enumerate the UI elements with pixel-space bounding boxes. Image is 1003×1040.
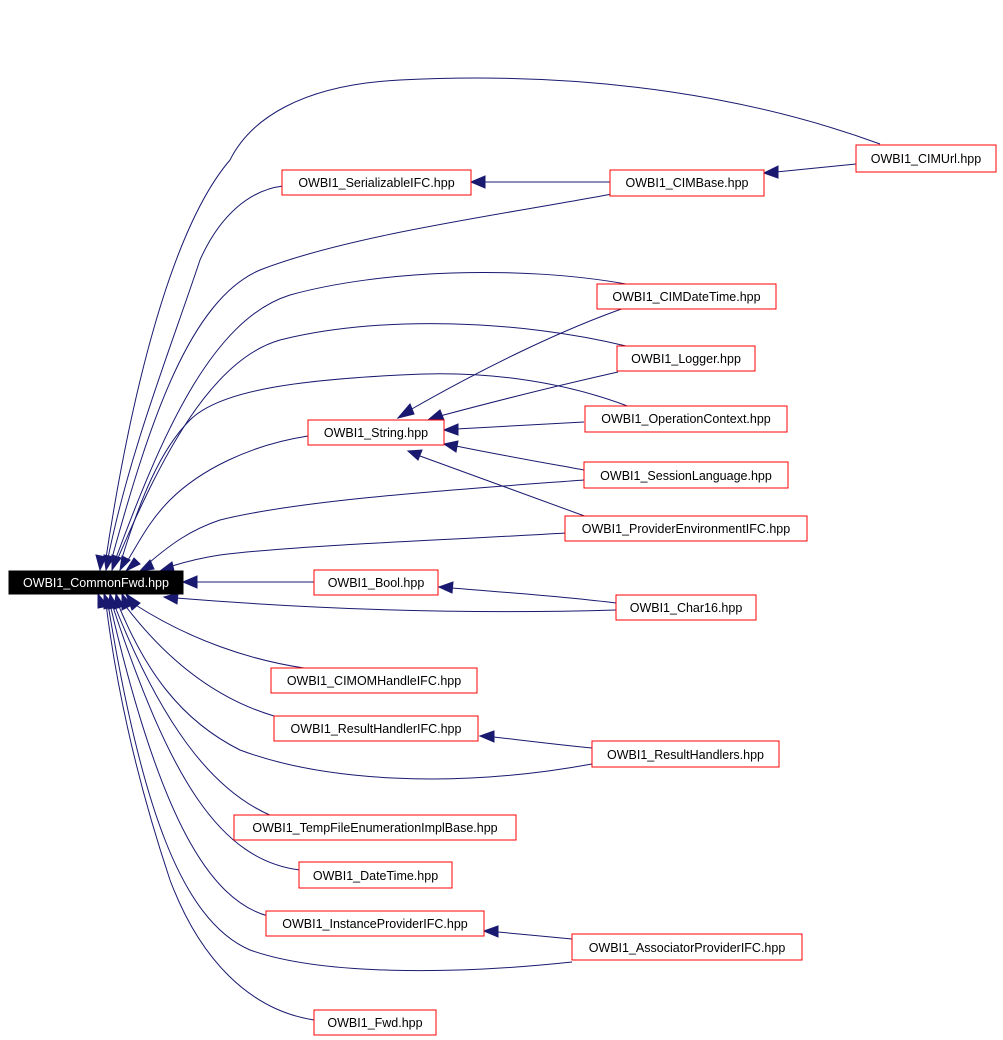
node-cimurl[interactable]: OWBI1_CIMUrl.hpp xyxy=(855,144,997,173)
node-label: OWBI1_SerializableIFC.hpp xyxy=(298,176,454,190)
node-char16[interactable]: OWBI1_Char16.hpp xyxy=(615,594,757,621)
arrowhead-string-3 xyxy=(442,423,459,436)
node-label: OWBI1_CIMUrl.hpp xyxy=(871,152,981,166)
node-label: OWBI1_ResultHandlerIFC.hpp xyxy=(291,722,462,736)
arrowhead-string-5 xyxy=(406,449,423,461)
arrowheads xyxy=(95,165,779,938)
arrowhead-cimbase xyxy=(762,165,779,179)
node-string[interactable]: OWBI1_String.hpp xyxy=(307,419,445,446)
node-label: OWBI1_TempFileEnumerationImplBase.hpp xyxy=(252,821,497,835)
edge-string-to-commonfwd xyxy=(127,435,309,561)
edge-provenv-to-string xyxy=(419,455,591,519)
node-label: OWBI1_CIMBase.hpp xyxy=(626,176,749,190)
edge-tempfile-to-commonfwd xyxy=(113,603,273,817)
arrowhead-commonfwd-bottom-6 xyxy=(125,592,141,611)
node-label: OWBI1_Bool.hpp xyxy=(328,576,425,590)
edge-char16-to-bool xyxy=(451,587,617,604)
edge-sessionlang-to-string xyxy=(455,445,585,471)
arrowhead-commonfwd-top-3 xyxy=(111,554,122,572)
edge-cimdatetime-to-commonfwd xyxy=(115,271,627,559)
node-opcontext[interactable]: OWBI1_OperationContext.hpp xyxy=(584,405,788,433)
edge-cimurl-to-commonfwd xyxy=(105,77,881,559)
arrowhead-commonfwd-top-4 xyxy=(119,555,131,572)
edge-cimomhandle-to-commonfwd xyxy=(133,603,305,669)
node-assocprov[interactable]: OWBI1_AssociatorProviderIFC.hpp xyxy=(571,933,803,961)
arrowhead-string-2 xyxy=(426,409,445,421)
arrowhead-string-1 xyxy=(396,403,415,419)
arrowhead-instprov xyxy=(482,925,499,938)
node-logger[interactable]: OWBI1_Logger.hpp xyxy=(616,345,756,372)
edge-datetime-to-commonfwd xyxy=(111,603,301,871)
arrowhead-string-4 xyxy=(442,440,459,453)
node-label: OWBI1_Char16.hpp xyxy=(630,601,743,615)
arrowhead-commonfwd-right xyxy=(181,575,198,589)
node-resulthandlers[interactable]: OWBI1_ResultHandlers.hpp xyxy=(591,740,780,768)
edge-logger-to-string xyxy=(439,371,619,417)
edge-provenv-to-commonfwd xyxy=(171,532,567,567)
node-tempfile[interactable]: OWBI1_TempFileEnumerationImplBase.hpp xyxy=(233,814,517,841)
edge-resulthandlers-to-resulthandler xyxy=(493,736,593,749)
node-label: OWBI1_Logger.hpp xyxy=(631,352,741,366)
edge-sessionlang-to-commonfwd xyxy=(149,479,585,563)
edge-resulthandler-to-commonfwd xyxy=(123,603,275,717)
edge-fwd-to-commonfwd xyxy=(105,603,315,1021)
node-cimdatetime[interactable]: OWBI1_CIMDateTime.hpp xyxy=(596,283,777,310)
edge-logger-to-commonfwd xyxy=(117,323,627,559)
edge-resulthandlers-to-commonfwd xyxy=(117,603,593,780)
node-bool[interactable]: OWBI1_Bool.hpp xyxy=(313,569,439,596)
node-instprov[interactable]: OWBI1_InstanceProviderIFC.hpp xyxy=(265,910,485,937)
edges xyxy=(105,77,881,1021)
edge-instprov-to-commonfwd xyxy=(109,603,269,917)
node-label: OWBI1_ResultHandlers.hpp xyxy=(607,748,764,762)
arrowhead-commonfwd-top-1 xyxy=(95,554,107,572)
node-cimomhandle[interactable]: OWBI1_CIMOMHandleIFC.hpp xyxy=(270,667,478,694)
node-label: OWBI1_CIMOMHandleIFC.hpp xyxy=(287,674,461,688)
edge-char16-to-commonfwd xyxy=(175,597,617,613)
edge-assocprov-to-instprov xyxy=(497,931,573,940)
arrowhead-bool xyxy=(437,581,454,594)
edge-cimdatetime-to-string xyxy=(409,305,631,411)
arrowhead-commonfwd-top-7 xyxy=(158,561,175,572)
arrowhead-serializable xyxy=(469,175,486,189)
edge-serializable-to-commonfwd xyxy=(107,185,284,559)
edge-assocprov-to-commonfwd xyxy=(107,603,573,972)
node-label: OWBI1_OperationContext.hpp xyxy=(601,412,771,426)
edge-cimbase-to-commonfwd xyxy=(111,193,613,559)
edge-opcontext-to-commonfwd xyxy=(121,373,631,559)
arrowhead-commonfwd-bottom-5 xyxy=(121,592,133,611)
node-label: OWBI1_InstanceProviderIFC.hpp xyxy=(282,917,468,931)
node-fwd[interactable]: OWBI1_Fwd.hpp xyxy=(313,1009,437,1036)
arrowhead-commonfwd-right-2 xyxy=(162,592,179,605)
arrowhead-commonfwd-top-5 xyxy=(124,557,141,573)
node-resulthandler[interactable]: OWBI1_ResultHandlerIFC.hpp xyxy=(273,715,479,742)
node-label: OWBI1_CIMDateTime.hpp xyxy=(612,290,760,304)
node-label: OWBI1_DateTime.hpp xyxy=(313,869,438,883)
node-label: OWBI1_CommonFwd.hpp xyxy=(23,576,169,590)
node-label: OWBI1_SessionLanguage.hpp xyxy=(600,469,772,483)
node-label: OWBI1_String.hpp xyxy=(324,426,428,440)
edge-cimurl-to-cimbase xyxy=(775,163,857,173)
node-cimbase[interactable]: OWBI1_CIMBase.hpp xyxy=(609,169,765,197)
arrowhead-commonfwd-top-6 xyxy=(138,559,155,572)
node-serializable[interactable]: OWBI1_SerializableIFC.hpp xyxy=(281,169,472,196)
arrowhead-resulthandler xyxy=(478,730,495,743)
node-label: OWBI1_AssociatorProviderIFC.hpp xyxy=(589,941,786,955)
node-commonfwd[interactable]: OWBI1_CommonFwd.hpp xyxy=(8,570,184,595)
node-label: OWBI1_ProviderEnvironmentIFC.hpp xyxy=(582,522,790,536)
node-datetime[interactable]: OWBI1_DateTime.hpp xyxy=(298,861,453,889)
node-provenv[interactable]: OWBI1_ProviderEnvironmentIFC.hpp xyxy=(564,515,808,542)
node-label: OWBI1_Fwd.hpp xyxy=(327,1016,422,1030)
node-sessionlang[interactable]: OWBI1_SessionLanguage.hpp xyxy=(583,461,789,489)
edge-opcontext-to-string xyxy=(455,421,585,430)
nodes: OWBI1_CommonFwd.hpp OWBI1_CIMUrl.hpp OWB… xyxy=(8,144,997,1036)
